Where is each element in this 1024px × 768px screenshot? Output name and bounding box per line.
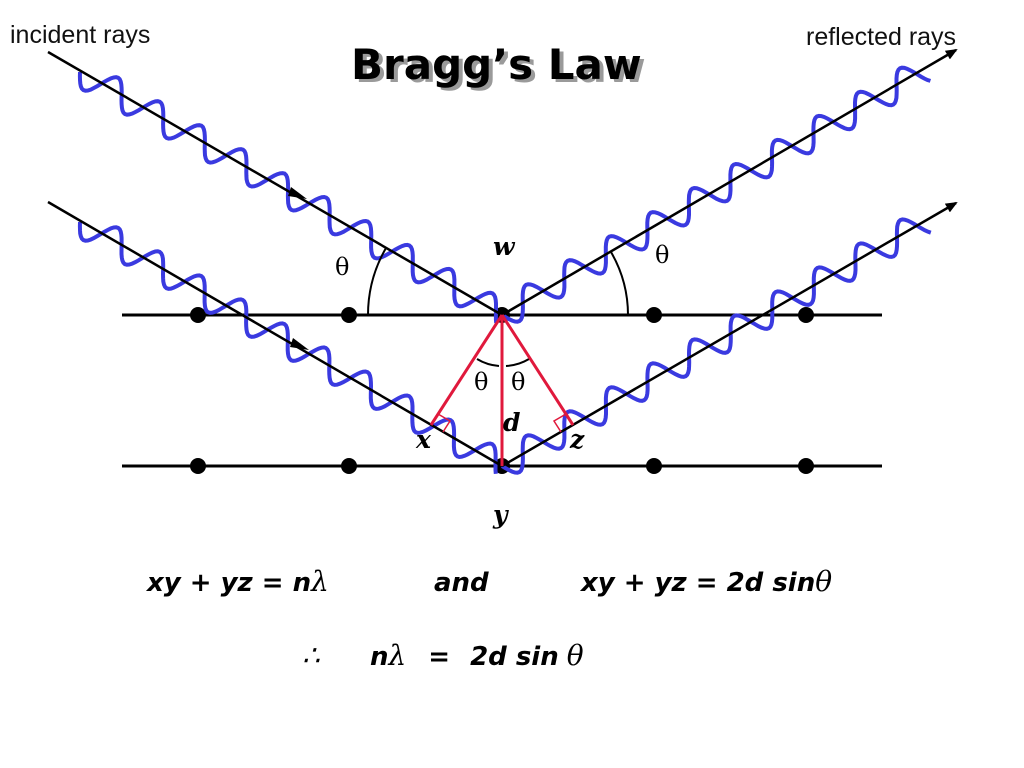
atom — [190, 307, 206, 323]
reflected-ray-top — [501, 48, 958, 317]
page-title: Bragg’s Law — [351, 40, 642, 89]
angle-arc-incident — [367, 247, 387, 316]
point-z-label: z — [569, 425, 585, 454]
point-x-label: x — [415, 425, 432, 454]
right-angle-x — [437, 413, 452, 433]
perpendicular-wz — [500, 314, 575, 426]
atom — [646, 307, 662, 323]
theta-reflected-label: θ — [655, 241, 669, 269]
equation-geometry: xy + yz = 2d sinθ — [579, 565, 832, 598]
reflected-wave-top — [500, 65, 931, 324]
incident-arrow-bottom — [290, 338, 309, 350]
incident-arrow-top — [288, 187, 307, 199]
theta-inner-left-label: θ — [474, 368, 488, 396]
reflected-wave-bottom — [500, 217, 932, 475]
atom — [798, 307, 814, 323]
angle-arc-inner-left — [476, 358, 500, 367]
equation-path-difference: xy + yz = nλ — [145, 565, 329, 598]
title-shadow: Bragg’s Law — [355, 43, 646, 92]
reflected-rays-label: reflected rays — [806, 23, 956, 51]
incident-wave-bottom — [77, 221, 498, 474]
reflected-ray-bottom — [501, 201, 958, 468]
incident-ray-bottom — [47, 200, 503, 468]
theta-incident-label: θ — [335, 253, 349, 281]
equation-row-1: xy + yz = nλ and xy + yz = 2d sinθ — [145, 565, 832, 598]
spacing-d-label: d — [503, 408, 520, 437]
incident-ray-top — [47, 50, 503, 317]
angle-arc-inner-right — [505, 358, 530, 367]
therefore-symbol: ∴ — [302, 639, 320, 672]
construction-lines — [429, 314, 575, 466]
right-angle-z — [552, 413, 567, 433]
atom — [646, 458, 662, 474]
incident-rays-label: incident rays — [10, 21, 150, 49]
theta-inner-right-label: θ — [511, 368, 525, 396]
atom — [341, 307, 357, 323]
atom — [190, 458, 206, 474]
perpendicular-wx — [429, 314, 504, 426]
atom — [341, 458, 357, 474]
point-y-label: y — [492, 500, 509, 529]
point-w-label: w — [493, 232, 516, 261]
incident-wave-top — [77, 71, 499, 324]
atom — [798, 458, 814, 474]
equation-conjunction: and — [434, 568, 489, 598]
angle-arc-reflected — [610, 251, 629, 316]
